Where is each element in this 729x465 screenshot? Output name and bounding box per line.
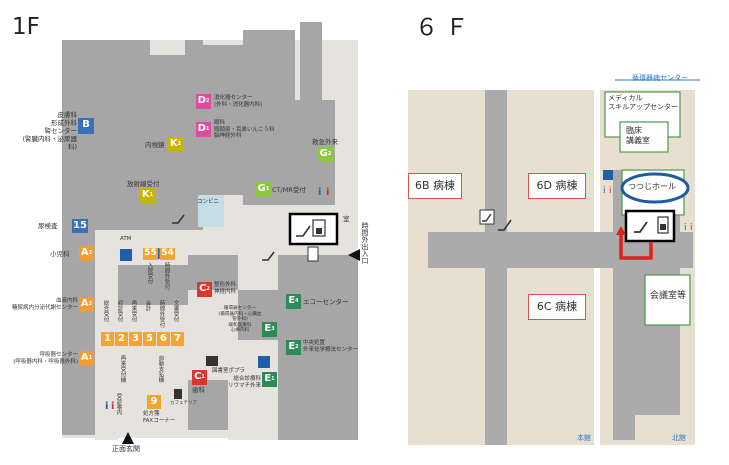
escalator-icon <box>296 225 311 237</box>
room-skillup: メディカル スキルアップセンター <box>608 94 678 111</box>
dept-badge-k2: K2 <box>168 137 183 152</box>
counter-55-label: 入院受付 <box>146 262 153 284</box>
dept-badge-e4: E4 <box>286 294 301 309</box>
ward-6b: 6B 病棟 <box>408 173 462 199</box>
dept-badge-15: 15 <box>72 219 88 233</box>
floor-6-title: ６ Ｆ <box>415 15 469 41</box>
pharmacy-fax-label: 処方箋 FAXコーナー <box>143 411 176 424</box>
dept-badge-c2: C2 <box>197 282 212 297</box>
revisit-machine-label: 再来受付機 <box>119 355 126 383</box>
dept-label-k1: 放射線受付 <box>127 180 160 188</box>
tsutsuji-hall-highlight <box>620 172 690 204</box>
floor-1-map: 🚹 i i i i <box>62 22 360 444</box>
svg-text:i: i <box>684 223 687 233</box>
convenience-store <box>198 195 224 227</box>
floor-6-map: i i i i <box>408 79 700 445</box>
dept-badge-e2: E2 <box>286 340 301 355</box>
wheelchair-icon <box>603 170 613 180</box>
dept-badge-a1: A1 <box>79 351 94 366</box>
route-arrow <box>619 233 653 260</box>
svg-text:i: i <box>105 401 108 412</box>
dept-label-a2: 血液内科 糖尿病内分泌代謝センター <box>11 298 78 311</box>
counter-54: 54 <box>161 248 174 258</box>
counter-label: 文書受付 <box>172 300 179 322</box>
counter-55: 55 <box>144 248 157 258</box>
room-tsutsuji-hall: つつじホール <box>628 182 676 191</box>
counter-7: 7 <box>174 333 181 344</box>
dept-badge-a3: A3 <box>79 246 94 261</box>
dept-label-e4: エコーセンター <box>303 298 349 306</box>
elevator-icon <box>312 219 326 237</box>
dept-label-a1: 呼吸器センター (呼吸器内科・呼吸器外科) <box>13 352 78 365</box>
phone-icon <box>307 246 319 262</box>
main-entrance-arrow <box>122 432 134 444</box>
dept-label-a3: 小児科 <box>50 250 70 258</box>
after-hours-entrance-arrow <box>348 249 360 261</box>
building-label-north-top: 循環器病センター <box>632 74 688 82</box>
dept-label-e1: 総合診療科 リウマチ外来 <box>227 376 261 389</box>
room-meeting: 会議室等 <box>650 291 687 301</box>
ward-6d: 6D 病棟 <box>528 173 586 199</box>
dept-label-d2: 消化器センター (外科・消化器内科) <box>214 95 263 108</box>
svg-text:i: i <box>318 187 321 198</box>
cafe-label: カフェテリア <box>170 401 197 406</box>
counter-1: 1 <box>104 333 111 344</box>
building-label-north: 北館 <box>672 434 686 442</box>
dept-label-e2: 中央処置 外来化学療法センター <box>303 340 359 353</box>
svg-text:i: i <box>326 187 329 198</box>
atm-label: ATM <box>120 236 132 242</box>
dept-label-c1: 歯科 <box>192 386 205 394</box>
dept-badge-d2: D2 <box>196 94 211 109</box>
svg-text:i: i <box>603 186 606 196</box>
dept-badge-g1: G1 <box>256 182 271 197</box>
after-hours-entrance-label: 時間外出入口 <box>361 222 369 264</box>
dept-label-15: 尿検査 <box>38 222 58 230</box>
ward-6c: 6C 病棟 <box>528 294 586 320</box>
dept-label-k2: 内視鏡 <box>145 141 165 149</box>
counter-label: 初診受付 <box>116 300 123 322</box>
building-label-main: 本館 <box>577 434 591 442</box>
svg-text:i: i <box>111 401 114 412</box>
dept-label-b: 皮膚科 形成外科 腎センター (腎臓内科・泌尿器科) <box>22 111 77 151</box>
pharmacy-room-label: 室 <box>343 215 350 223</box>
counter-label: 時間外受付 <box>158 300 165 328</box>
auto-payment-label: 自動支払機 <box>157 355 164 383</box>
convenience-label: コンビニ <box>197 199 220 205</box>
dept-badge-b: B <box>78 118 94 134</box>
counter-5: 5 <box>146 333 153 344</box>
cafe-icon <box>174 389 182 399</box>
counter-label: 総合受付 <box>102 300 109 322</box>
counter-2: 2 <box>118 333 125 344</box>
reception-guide-label: 受診案内 <box>115 393 122 415</box>
dept-badge-e1: E1 <box>262 372 277 387</box>
dept-label-g1: CT/MR受付 <box>272 186 306 194</box>
dept-label-e3: 循環器センター (循環器内科・心臓血管外科) 緩和医療科 心療内科 <box>218 306 262 334</box>
counter-54-label: 時間外受付 <box>163 262 170 290</box>
dept-badge-c1: C1 <box>192 370 207 385</box>
svg-text:i: i <box>609 186 612 196</box>
counter-label: 会計 <box>144 300 151 311</box>
main-entrance-label: 正面玄関 <box>112 445 140 453</box>
dept-label-c2: 整形外科 神経内科 <box>214 282 237 295</box>
dept-label-d1: 眼科 頭頸部・耳鼻いんこう科 脳神経外科 <box>214 120 275 139</box>
library-icon <box>206 356 218 366</box>
dept-badge-a2: A2 <box>79 297 94 312</box>
dept-badge-k1: K1 <box>140 188 155 203</box>
room-lecture: 臨床 講義室 <box>626 126 650 145</box>
library-label: 図書室ポプラ <box>212 368 246 374</box>
floor-1-title: 1F <box>12 14 40 40</box>
dept-badge-d1: D1 <box>196 122 211 137</box>
counter-9: 9 <box>150 396 158 407</box>
counter-6: 6 <box>160 333 167 344</box>
floor-6-highlight-box <box>624 209 676 243</box>
dept-badge-e3: E3 <box>262 322 277 337</box>
counter-3: 3 <box>132 333 139 344</box>
dept-badge-g2: G2 <box>318 147 333 162</box>
svg-text:i: i <box>690 223 693 233</box>
dept-label-g2: 救急外来 <box>312 138 338 146</box>
wheelchair-icon <box>120 249 270 368</box>
counter-label: 再来受付 <box>130 300 137 322</box>
